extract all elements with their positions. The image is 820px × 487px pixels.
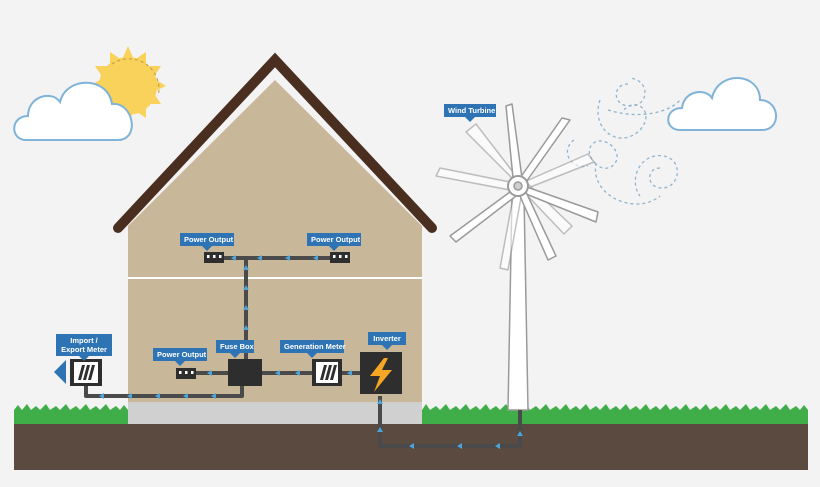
wind-turbine-label: Wind Turbine: [444, 104, 496, 122]
turbine-blade-ghost: [435, 167, 511, 191]
meter-icon: [312, 359, 342, 386]
export-arrow-icon: [54, 360, 66, 384]
grass-left: [14, 410, 128, 424]
generation-meter-label: Generation Meter: [280, 340, 346, 358]
socket-icon: [330, 252, 350, 263]
power-output-label-right: Power Output: [307, 233, 361, 251]
sun-icon: [90, 46, 166, 124]
cloud-icon: [13, 81, 133, 141]
grass-right: [422, 410, 808, 424]
house-roof: [113, 52, 437, 233]
lightning-icon: [370, 358, 392, 392]
socket-icon: [204, 252, 224, 263]
house-wall: [128, 80, 422, 402]
house-foundation: [128, 402, 422, 424]
flow-arrows: [99, 255, 523, 449]
fuse-box-label: Fuse Box: [216, 340, 254, 358]
meter-icon: [70, 359, 102, 386]
wind-turbine: [435, 103, 599, 411]
house: [113, 52, 437, 424]
fuse-box: [228, 359, 262, 386]
socket-icon: [176, 368, 196, 379]
power-output-label-left: Power Output: [180, 233, 234, 251]
wind-swirl-icon: [566, 77, 681, 205]
power-output-label-lower: Power Output: [153, 348, 207, 366]
import-export-meter-label: Import / Export Meter: [56, 334, 112, 361]
cloud-icon: [667, 77, 777, 131]
inverter-label: Inverter: [368, 332, 406, 350]
inverter: [360, 352, 402, 394]
